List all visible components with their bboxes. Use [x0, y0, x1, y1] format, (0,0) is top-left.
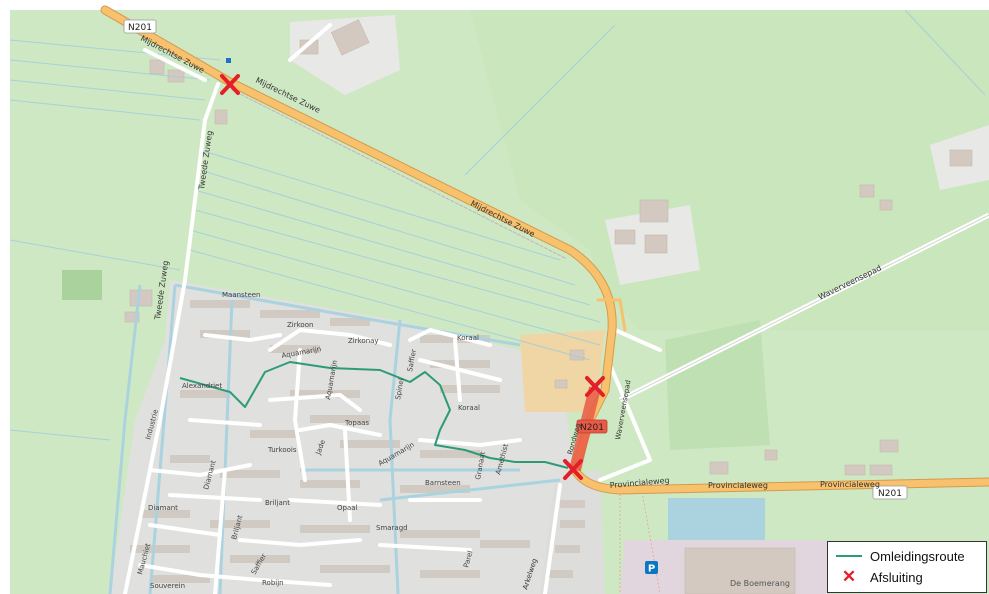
map-legend: Omleidingsroute ✕ Afsluiting — [827, 541, 987, 593]
small-wood — [62, 270, 102, 300]
water-ditches — [9, 9, 986, 441]
detour-route — [179, 361, 569, 469]
label-diamant-2: Diamant — [148, 504, 178, 512]
label-briljant-2: Briljant — [265, 499, 290, 507]
poi-de-boemerang: De Boemerang — [730, 579, 790, 588]
road-shield-n201-right: N201 — [872, 485, 908, 500]
label-spinel: Spinel — [394, 378, 406, 401]
closure-marker-mid — [585, 376, 605, 397]
legend-detour-label: Omleidingsroute — [870, 548, 965, 564]
parking-icon: P — [645, 561, 658, 575]
label-maansteen: Maansteen — [222, 291, 261, 299]
residential-blocks — [130, 300, 585, 583]
residential-area — [110, 280, 575, 594]
legend-closure-label: Afsluiting — [870, 569, 923, 585]
label-provincialeweg-3: Provincialeweg — [820, 480, 880, 489]
svg-text:N201: N201 — [128, 23, 152, 33]
field-hatched-area — [665, 320, 770, 450]
label-turkoois: Turkoois — [267, 446, 297, 454]
closure-marker-bottom — [563, 459, 583, 480]
road-shield-n201-mid: N201 — [576, 419, 608, 434]
waverveensepad-road — [618, 212, 989, 403]
bus-stop-icon — [226, 58, 231, 63]
label-souverein: Souverein — [150, 582, 185, 590]
field-area-east — [470, 10, 989, 330]
n201-road — [100, 5, 989, 495]
label-smaragd: Smaragd — [376, 524, 408, 532]
label-zirkonay: Zirkonay — [348, 337, 379, 345]
closure-x-icon: ✕ — [841, 567, 857, 586]
closure-marker-top — [220, 74, 240, 95]
buildings — [124, 19, 973, 594]
label-koraal-1: Koraal — [457, 334, 479, 342]
label-opaal: Opaal — [337, 504, 358, 512]
label-zirkoon: Zirkoon — [287, 321, 313, 329]
label-saffier-1: Saffier — [406, 348, 418, 372]
label-barnsteen: Barnsteen — [425, 479, 461, 487]
svg-text:P: P — [648, 564, 655, 575]
pond — [668, 498, 765, 543]
label-provincialeweg-2: Provincialeweg — [708, 481, 768, 490]
label-topaas: Topaas — [344, 419, 369, 427]
legend-item-closure: ✕ Afsluiting — [836, 568, 923, 586]
svg-text:N201: N201 — [878, 489, 902, 499]
canals — [108, 283, 561, 594]
minor-roads — [123, 23, 662, 594]
svg-text:N201: N201 — [580, 423, 604, 433]
road-shield-n201-top: N201 — [123, 19, 157, 34]
label-koraal-2: Koraal — [458, 404, 480, 412]
detour-line-swatch — [836, 555, 862, 557]
legend-item-detour: Omleidingsroute — [836, 547, 965, 565]
label-robijn: Robijn — [262, 579, 284, 587]
label-alexandriet: Alexandriet — [182, 382, 222, 390]
